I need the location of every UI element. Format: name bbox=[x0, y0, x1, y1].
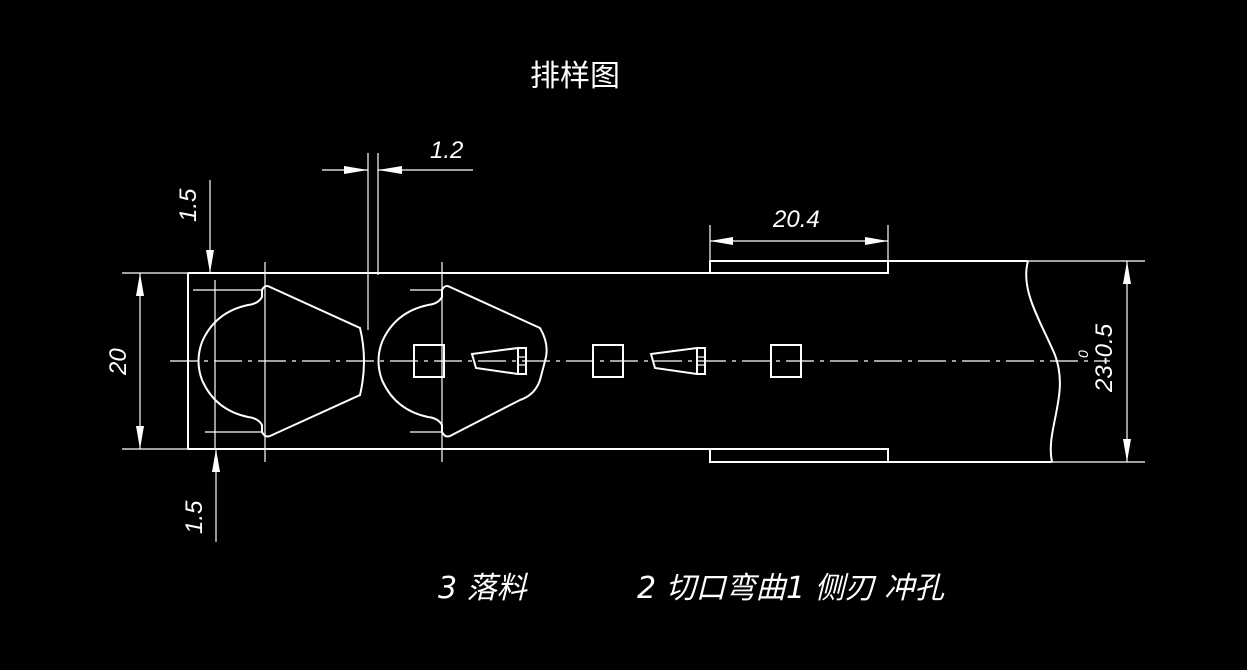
punched-hole bbox=[413, 344, 445, 378]
hatched-part bbox=[377, 285, 548, 438]
dimension-top-margin-label: 1.5 bbox=[175, 188, 202, 222]
dimension-part-width-label: 20 bbox=[105, 348, 132, 376]
side-trim-top bbox=[709, 260, 889, 274]
station-label-2: 2 切口弯曲 bbox=[637, 571, 788, 606]
dimension-trim-length-label: 20.4 bbox=[772, 206, 820, 233]
dimension-gap bbox=[322, 153, 473, 330]
station-label-3: 3 落料 bbox=[438, 571, 529, 606]
drawing-title: 排样图 bbox=[530, 59, 620, 94]
blanked-part-outline bbox=[197, 285, 365, 438]
dimension-bottom-margin bbox=[212, 449, 220, 542]
side-trim-bottom bbox=[709, 448, 889, 463]
punched-hole bbox=[770, 344, 802, 378]
dimension-strip-width-tolerance: 0 bbox=[1075, 350, 1091, 358]
station-label-1: 1 侧刃 冲孔 bbox=[786, 571, 945, 606]
dimension-trim-length bbox=[709, 225, 889, 261]
notch-cutout bbox=[649, 346, 706, 376]
dimension-top-margin bbox=[206, 180, 214, 273]
dimension-strip-width-label: 23-0.5 bbox=[1091, 323, 1118, 393]
dimension-bottom-margin-label: 1.5 bbox=[181, 500, 208, 534]
dimension-strip-width bbox=[1028, 260, 1145, 463]
notch-cutout bbox=[470, 346, 527, 376]
dimension-gap-label: 1.2 bbox=[430, 137, 463, 164]
punched-hole bbox=[592, 344, 624, 378]
dimension-part-width bbox=[122, 272, 188, 450]
